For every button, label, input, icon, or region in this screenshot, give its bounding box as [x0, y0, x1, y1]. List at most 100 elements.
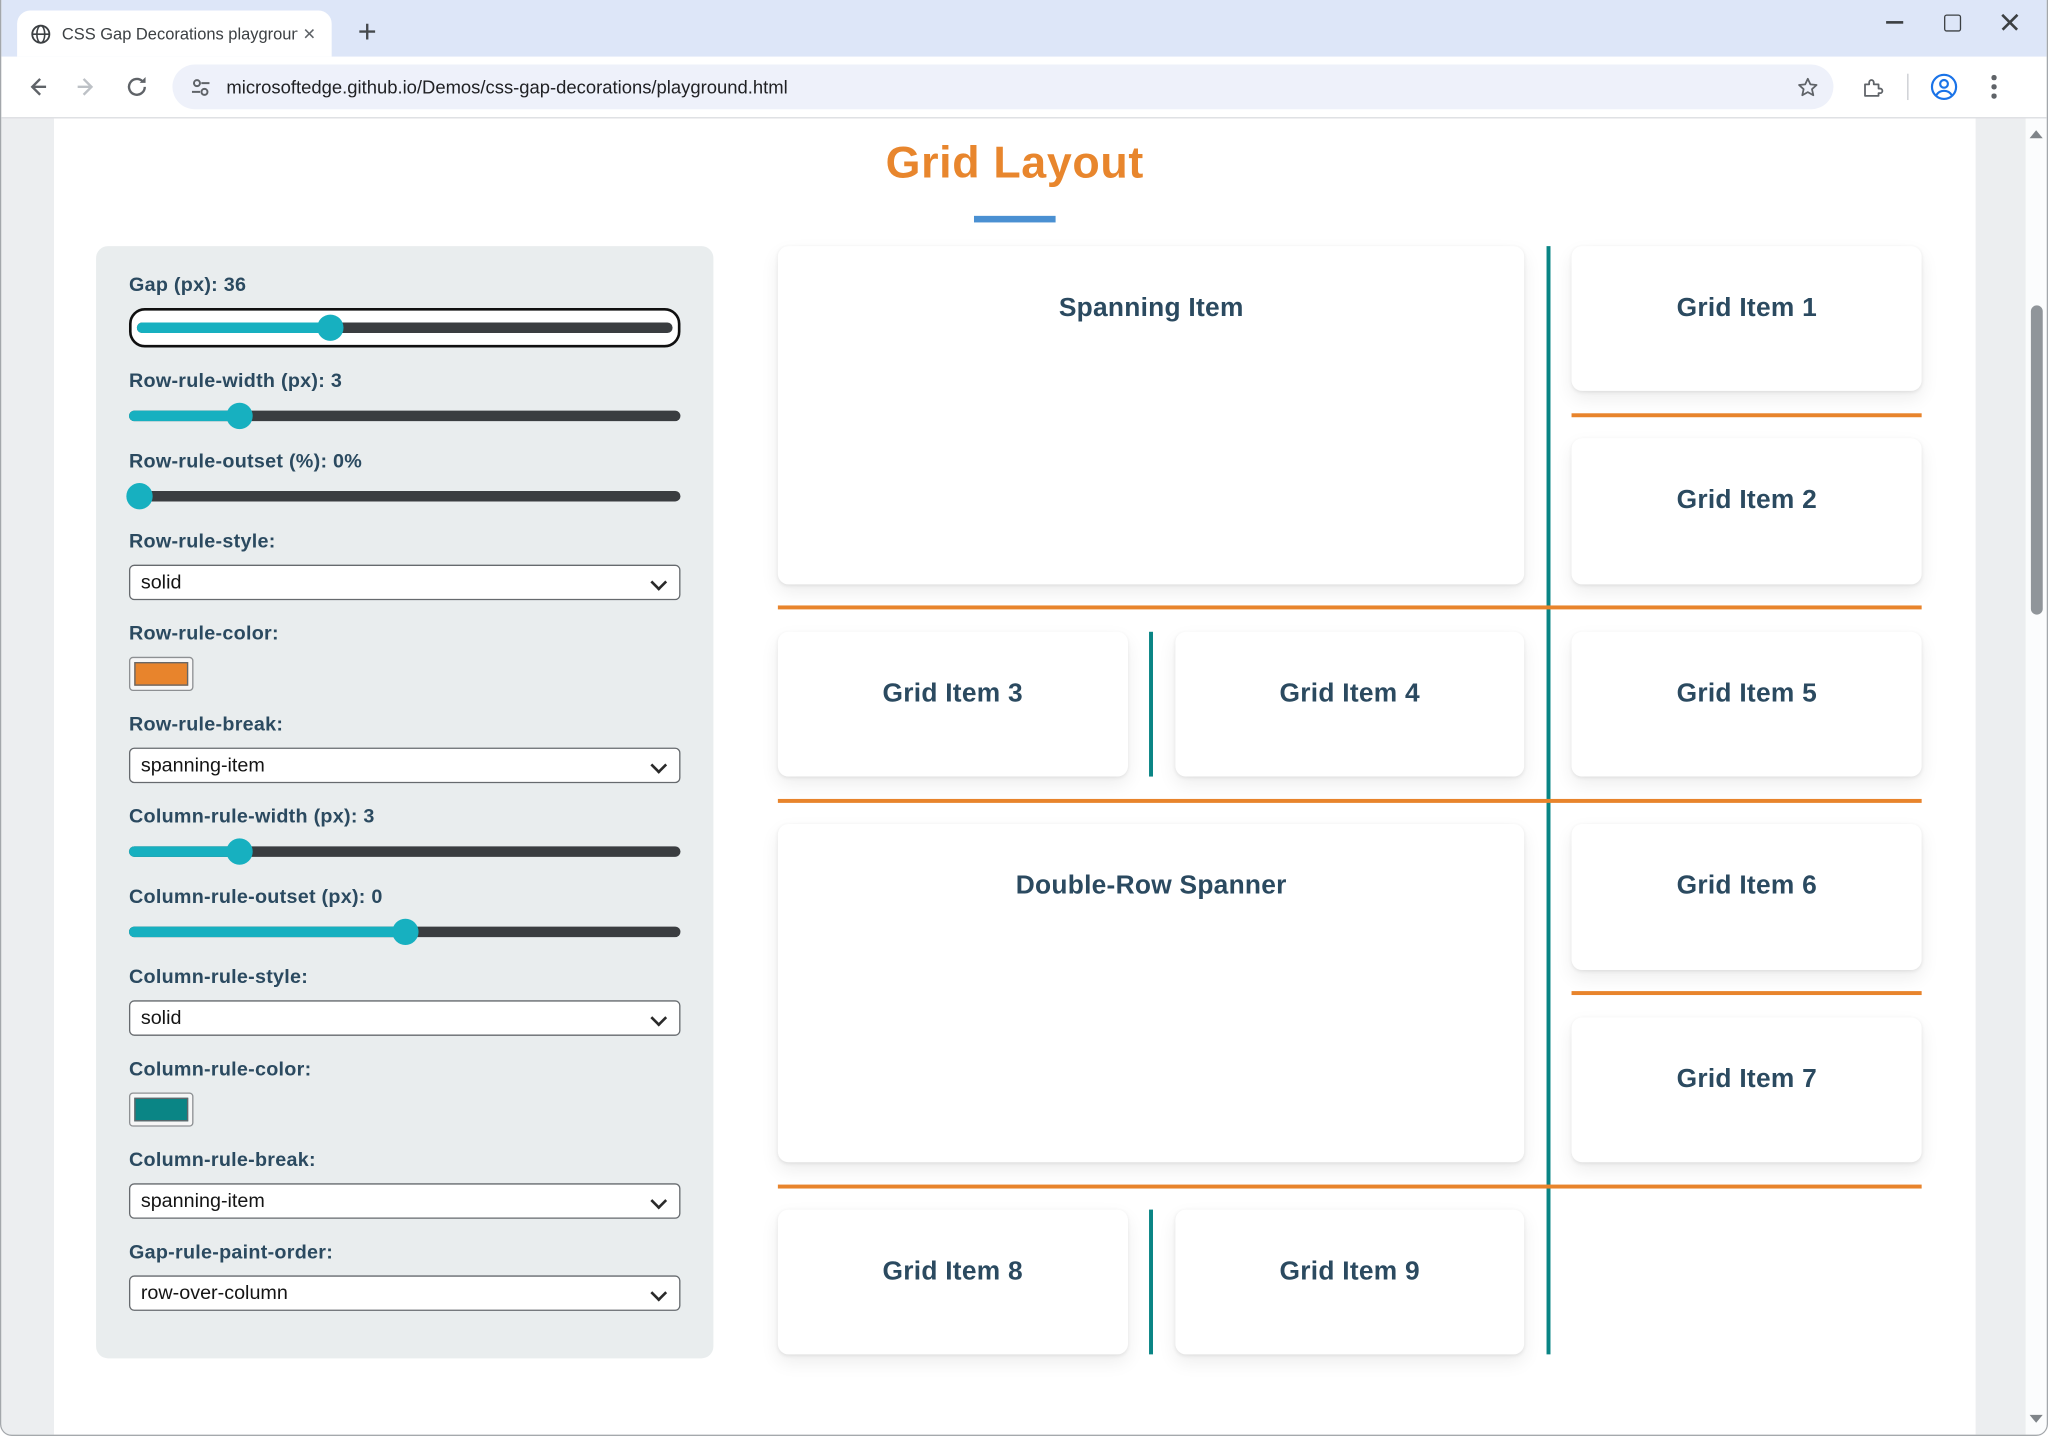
column-rule-outset-slider[interactable] — [128, 918, 681, 946]
new-tab-button[interactable] — [349, 13, 386, 50]
row-rule-width-label: Row-rule-width (px): 3 — [128, 369, 343, 393]
column-rule-break-label: Column-rule-break: — [128, 1149, 316, 1172]
grid-item-label: Grid Item 3 — [882, 678, 1023, 708]
chevron-down-icon — [650, 1192, 668, 1210]
row-gap-rule — [1571, 413, 1922, 418]
column-rule-break-select[interactable]: spanning-item — [128, 1183, 681, 1219]
url-text[interactable]: microsoftedge.github.io/Demos/css-gap-de… — [226, 76, 788, 98]
three-dot-menu-icon — [1991, 75, 1997, 99]
grid-item-label: Grid Item 1 — [1676, 293, 1818, 323]
column-rule-style-selected-value: solid — [140, 1006, 182, 1030]
scrollbar-thumb[interactable] — [2030, 305, 2043, 615]
extensions-puzzle-icon — [1863, 78, 1883, 97]
grid-item-card: Grid Item 4 — [1174, 631, 1525, 777]
scroll-down-button[interactable] — [2026, 1408, 2047, 1429]
grid-item-card: Grid Item 5 — [1571, 631, 1922, 777]
grid-item-card: Grid Item 3 — [777, 631, 1128, 777]
grid-item-label: Grid Item 5 — [1676, 678, 1818, 708]
tab-close-icon[interactable]: ✕ — [302, 24, 316, 43]
grid-item-label: Grid Item 4 — [1279, 678, 1420, 708]
control-group-row-rule-color: Row-rule-color: — [128, 621, 680, 692]
grid-item-card: Grid Item 9 — [1174, 1209, 1525, 1355]
gap-slider-thumb[interactable] — [316, 314, 343, 341]
column-rule-break-selected-value: spanning-item — [140, 1189, 265, 1213]
grid-item-card: Grid Item 8 — [777, 1209, 1128, 1355]
column-rule-color-swatch — [134, 1097, 189, 1122]
row-rule-width-slider-thumb[interactable] — [226, 402, 253, 430]
gap-slider[interactable] — [136, 314, 673, 341]
control-group-row-rule-style: Row-rule-style: solid — [128, 529, 681, 601]
profile-button[interactable] — [1922, 64, 1967, 109]
control-group-column-rule-break: Column-rule-break: spanning-item — [128, 1148, 681, 1219]
row-rule-width-slider[interactable] — [128, 402, 681, 430]
grid-item-label: Double-Row Spanner — [1015, 871, 1287, 901]
row-rule-style-select[interactable]: solid — [128, 564, 681, 601]
grid-item-card: Grid Item 1 — [1571, 246, 1922, 392]
maximize-button[interactable] — [1923, 0, 1981, 45]
row-rule-style-label: Row-rule-style: — [128, 530, 276, 553]
control-group-gap: Gap (px): 36 — [128, 272, 681, 348]
chevron-down-icon — [650, 1009, 668, 1027]
reload-button[interactable] — [115, 64, 160, 109]
grid-item-card: Spanning Item — [777, 246, 1525, 585]
row-rule-outset-slider[interactable] — [126, 483, 681, 510]
vertical-scrollbar[interactable] — [2025, 118, 2047, 1435]
column-rule-width-slider[interactable] — [128, 838, 681, 865]
menu-button[interactable] — [1972, 64, 2017, 109]
back-icon — [30, 78, 47, 96]
close-button[interactable] — [1981, 0, 2039, 45]
forward-button[interactable] — [64, 64, 109, 109]
column-rule-width-slider-thumb[interactable] — [226, 838, 253, 865]
column-gap-rule — [1149, 631, 1154, 777]
grid-layout: Spanning Item Grid Item 1 Grid Item 2 Grid … — [777, 246, 1922, 1355]
reload-icon — [127, 76, 146, 96]
column-gap-rule — [1149, 1209, 1154, 1355]
row-gap-rule — [1571, 991, 1922, 996]
grid-item-label: Grid Item 2 — [1676, 486, 1818, 516]
toolbar-separator — [1907, 73, 1909, 101]
back-button[interactable] — [14, 64, 59, 109]
control-group-gap-rule-paint-order: Gap-rule-paint-order: row-over-column — [128, 1240, 681, 1311]
gap-rule-paint-order-label: Gap-rule-paint-order: — [128, 1241, 334, 1264]
minimize-button[interactable] — [1865, 0, 1923, 45]
control-group-column-rule-color: Column-rule-color: — [128, 1057, 680, 1127]
grid-item-card: Double-Row Spanner — [777, 824, 1525, 1163]
gap-label: Gap (px): 36 — [128, 273, 247, 297]
browser-tab[interactable]: CSS Gap Decorations playgroun ✕ — [17, 10, 332, 57]
row-rule-color-picker[interactable] — [128, 656, 194, 692]
row-rule-break-selected-value: spanning-item — [140, 754, 265, 777]
grid-area: Spanning Item Grid Item 1 Grid Item 2 Grid … — [777, 246, 1922, 1356]
extensions-button[interactable] — [1849, 64, 1894, 109]
bookmark-star-icon[interactable] — [1789, 68, 1826, 105]
chevron-down-icon — [650, 1284, 668, 1302]
column-rule-outset-slider-thumb[interactable] — [391, 918, 418, 946]
row-rule-color-swatch — [134, 662, 189, 686]
site-info-icon[interactable] — [188, 74, 213, 99]
chevron-down-icon — [650, 756, 668, 774]
gap-rule-paint-order-select[interactable]: row-over-column — [128, 1275, 681, 1311]
row-rule-outset-slider-thumb[interactable] — [126, 483, 154, 510]
tab-bar: CSS Gap Decorations playgroun ✕ — [1, 0, 2047, 57]
tab-title: CSS Gap Decorations playgroun — [61, 24, 298, 43]
column-rule-width-label: Column-rule-width (px): 3 — [128, 805, 375, 828]
address-bar[interactable]: microsoftedge.github.io/Demos/css-gap-de… — [172, 64, 1834, 110]
control-group-row-rule-width: Row-rule-width (px): 3 — [128, 369, 681, 430]
grid-item-label: Grid Item 9 — [1279, 1256, 1420, 1286]
column-rule-color-label: Column-rule-color: — [128, 1058, 312, 1081]
controls-panel: Gap (px): 36 Row-rule-width (px): 3 Row-ru… — [96, 246, 714, 1359]
column-rule-color-picker[interactable] — [128, 1092, 194, 1127]
row-rule-break-select[interactable]: spanning-item — [128, 747, 681, 784]
grid-item-card: Grid Item 7 — [1571, 1016, 1922, 1163]
scroll-up-button[interactable] — [2026, 124, 2047, 145]
column-rule-style-select[interactable]: solid — [128, 1000, 681, 1036]
grid-item-label: Spanning Item — [1058, 293, 1244, 323]
control-group-column-rule-style: Column-rule-style:solid — [128, 965, 681, 1036]
grid-item-label: Grid Item 6 — [1676, 871, 1818, 901]
gap-slider-focus-ring — [128, 307, 681, 348]
column-rule-outset-label: Column-rule-outset (px): 0 — [128, 885, 383, 909]
row-gap-rule — [777, 798, 1922, 803]
row-rule-color-label: Row-rule-color: — [128, 622, 279, 645]
window-controls — [1865, 0, 2039, 45]
